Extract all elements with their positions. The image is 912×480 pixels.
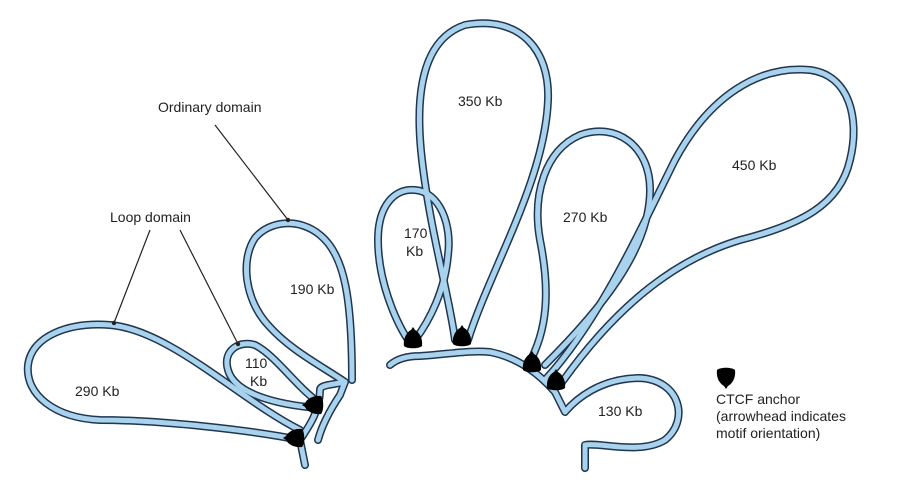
ordinary-domain-label: Ordinary domain — [158, 99, 262, 115]
loop-170-unit: Kb — [406, 243, 423, 259]
ctcf-anchor-icon — [716, 367, 736, 389]
loop-270-label: 270 Kb — [563, 209, 608, 225]
loop-130-label: 130 Kb — [598, 403, 643, 419]
ctcf-anchor-icon — [283, 428, 305, 448]
legend-line-2: (arrowhead indicates — [716, 408, 846, 424]
callout-leaders — [111, 124, 291, 347]
loop-450-label: 450 Kb — [732, 157, 777, 173]
legend-line-3: motif orientation) — [716, 425, 820, 441]
loop-domain-label: Loop domain — [110, 209, 191, 225]
loop-350-label: 350 Kb — [458, 93, 503, 109]
ctcf-anchor-icon — [302, 395, 324, 415]
loop-110-unit: Kb — [250, 373, 267, 389]
loop-290-label: 290 Kb — [75, 383, 120, 399]
legend: CTCF anchor (arrowhead indicates motif o… — [716, 367, 846, 441]
legend-line-1: CTCF anchor — [716, 391, 800, 407]
ctcf-anchor-icon — [522, 351, 542, 373]
loop-170-label: 170 — [404, 225, 428, 241]
loop-190-label: 190 Kb — [290, 281, 335, 297]
loop-110-label: 110 — [245, 355, 268, 371]
